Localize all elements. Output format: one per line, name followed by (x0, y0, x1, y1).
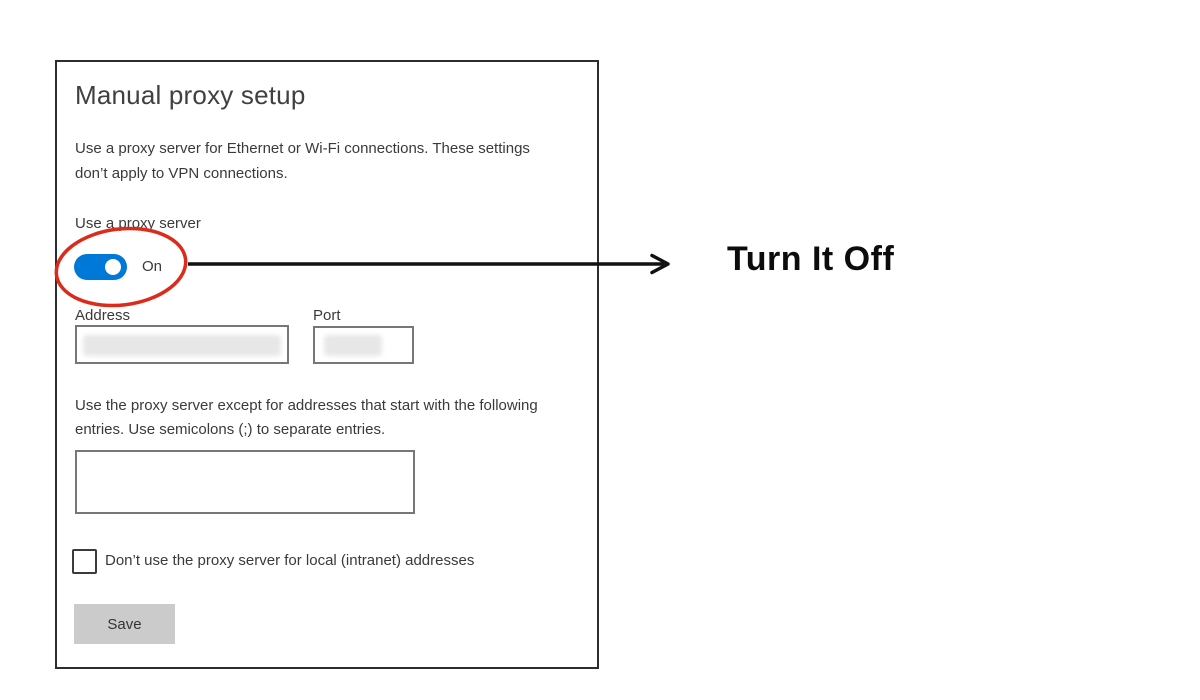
redacted-address-value (83, 335, 281, 356)
manual-proxy-setup-panel: Manual proxy setup Use a proxy server fo… (55, 60, 599, 669)
toggle-knob-icon (105, 259, 121, 275)
save-button[interactable]: Save (74, 604, 175, 644)
port-label: Port (313, 307, 341, 324)
redacted-port-value (324, 335, 382, 356)
use-proxy-server-toggle[interactable] (74, 254, 127, 280)
callout-text: Turn It Off (727, 240, 895, 278)
annotation-arrowhead-icon (650, 253, 670, 275)
panel-description: Use a proxy server for Ethernet or Wi-Fi… (75, 140, 530, 182)
exceptions-textarea[interactable] (75, 450, 415, 514)
toggle-state-label: On (142, 258, 163, 275)
panel-title: Manual proxy setup (75, 80, 306, 110)
address-input[interactable] (75, 325, 289, 364)
address-label: Address (75, 307, 131, 324)
exceptions-instructions: Use the proxy server except for addresse… (75, 397, 538, 438)
local-addresses-checkbox-label: Don’t use the proxy server for local (in… (105, 552, 475, 569)
port-input[interactable] (313, 326, 414, 364)
use-proxy-server-label: Use a proxy server (75, 215, 201, 232)
local-addresses-checkbox[interactable] (72, 549, 97, 574)
